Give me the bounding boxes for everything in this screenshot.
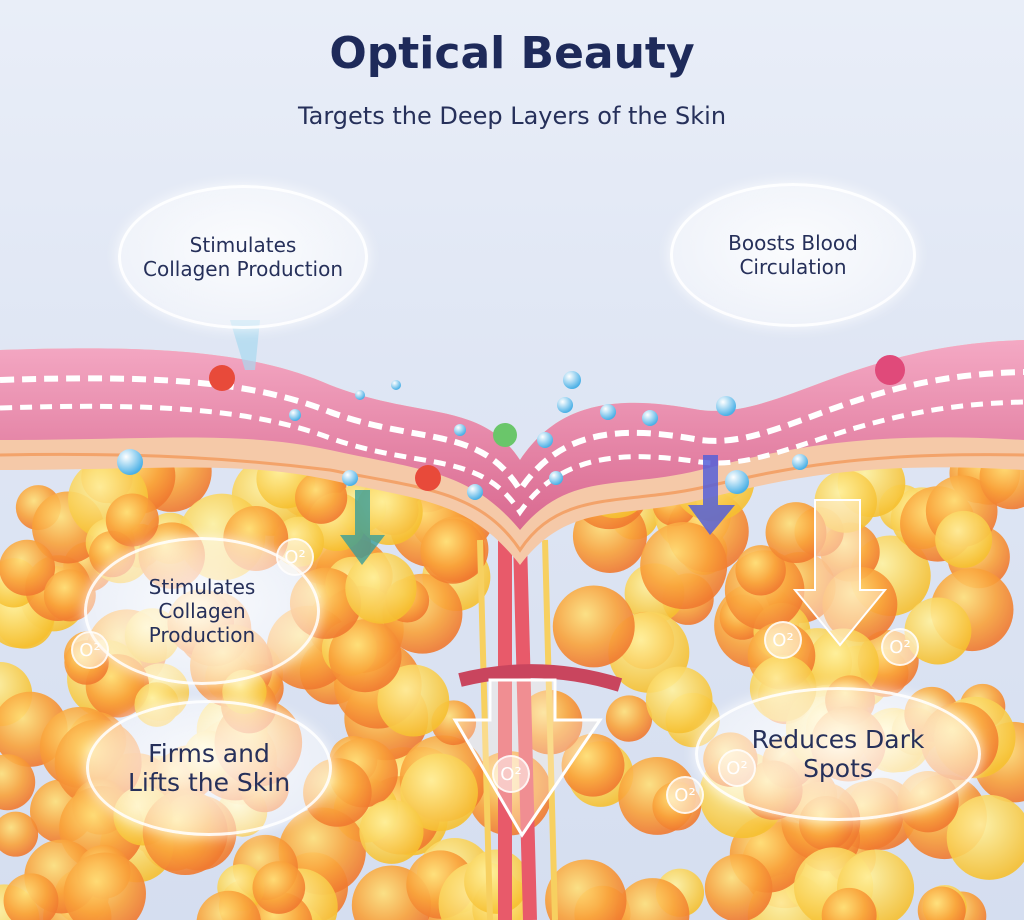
fat-cell (400, 753, 478, 832)
fat-cell (917, 886, 966, 920)
fat-cell (605, 695, 653, 742)
fat-cell (43, 569, 96, 622)
fat-cell (252, 861, 306, 914)
oxygen-bubble: O² (71, 631, 109, 669)
fat-cell (420, 518, 486, 584)
callout-text: Stimulates Collagen Production (148, 575, 256, 647)
bubble (355, 390, 365, 400)
fat-cell (704, 854, 773, 920)
fat-cell (735, 545, 786, 596)
fat-cell (615, 878, 690, 920)
bubble (600, 404, 616, 420)
fat-cell (196, 890, 261, 920)
fat-cell (328, 619, 402, 693)
arrow-down-icon (340, 490, 385, 565)
fat-cell (345, 552, 417, 624)
fat-cell (765, 502, 827, 564)
page-subtitle: Targets the Deep Layers of the Skin (297, 102, 727, 130)
bubble (209, 365, 235, 391)
fat-cell (946, 794, 1024, 880)
bubble (342, 470, 358, 486)
fat-cell (105, 493, 159, 547)
bubble (117, 449, 143, 475)
arrow-down-icon (230, 320, 260, 370)
blood-vessels (458, 539, 623, 920)
bubble (716, 396, 736, 416)
fat-cell (552, 585, 635, 668)
bubble (289, 409, 301, 421)
fat-cell (295, 471, 348, 524)
bubble (549, 471, 563, 485)
fat-cell (0, 754, 36, 811)
oxygen-bubble: O² (276, 538, 314, 576)
callout-blood-circulation: Boosts Blood Circulation (670, 183, 916, 327)
bubble (493, 423, 517, 447)
bubble (454, 424, 466, 436)
fat-cell (640, 522, 728, 610)
arrow-down-icon (792, 499, 888, 647)
arrow-down-icon (688, 455, 735, 535)
oxygen-bubble: O² (492, 755, 530, 793)
fat-cell (464, 849, 529, 914)
callout-firms-lifts: Firms and Lifts the Skin (86, 700, 332, 836)
bubbles (117, 355, 905, 500)
light-arrows (230, 320, 888, 838)
callout-text: Boosts Blood Circulation (728, 231, 858, 279)
bubble (415, 465, 441, 491)
oxygen-bubble: O² (764, 621, 802, 659)
fat-cell (0, 539, 56, 596)
oxygen-bubble: O² (881, 628, 919, 666)
callout-text: Firms and Lifts the Skin (127, 739, 291, 797)
callout-collagen-top: Stimulates Collagen Production (118, 185, 368, 329)
bubble (792, 454, 808, 470)
fat-cell (645, 666, 713, 734)
page-title: Optical Beauty (329, 28, 695, 79)
bubble (557, 397, 573, 413)
bubble (563, 371, 581, 389)
fat-cell (821, 887, 877, 920)
fat-cell (561, 733, 625, 797)
oxygen-bubble: O² (718, 749, 756, 787)
bubble (467, 484, 483, 500)
bubble (537, 432, 553, 448)
bubble (642, 410, 658, 426)
bubble (875, 355, 905, 385)
fat-cell (904, 597, 972, 665)
fat-cell (63, 852, 146, 920)
bubble (725, 470, 749, 494)
callout-text: Reduces Dark Spots (751, 725, 925, 783)
fat-cell (545, 859, 627, 920)
callout-text: Stimulates Collagen Production (143, 233, 344, 281)
arrow-down-icon (452, 678, 603, 838)
fat-cell (359, 799, 424, 864)
skin-layers (0, 340, 1024, 565)
fat-cell (935, 510, 993, 568)
fat-cell (0, 811, 39, 857)
oxygen-bubble: O² (666, 776, 704, 814)
bubble (391, 380, 401, 390)
fat-cell (377, 664, 450, 737)
fat-cell (3, 873, 59, 920)
